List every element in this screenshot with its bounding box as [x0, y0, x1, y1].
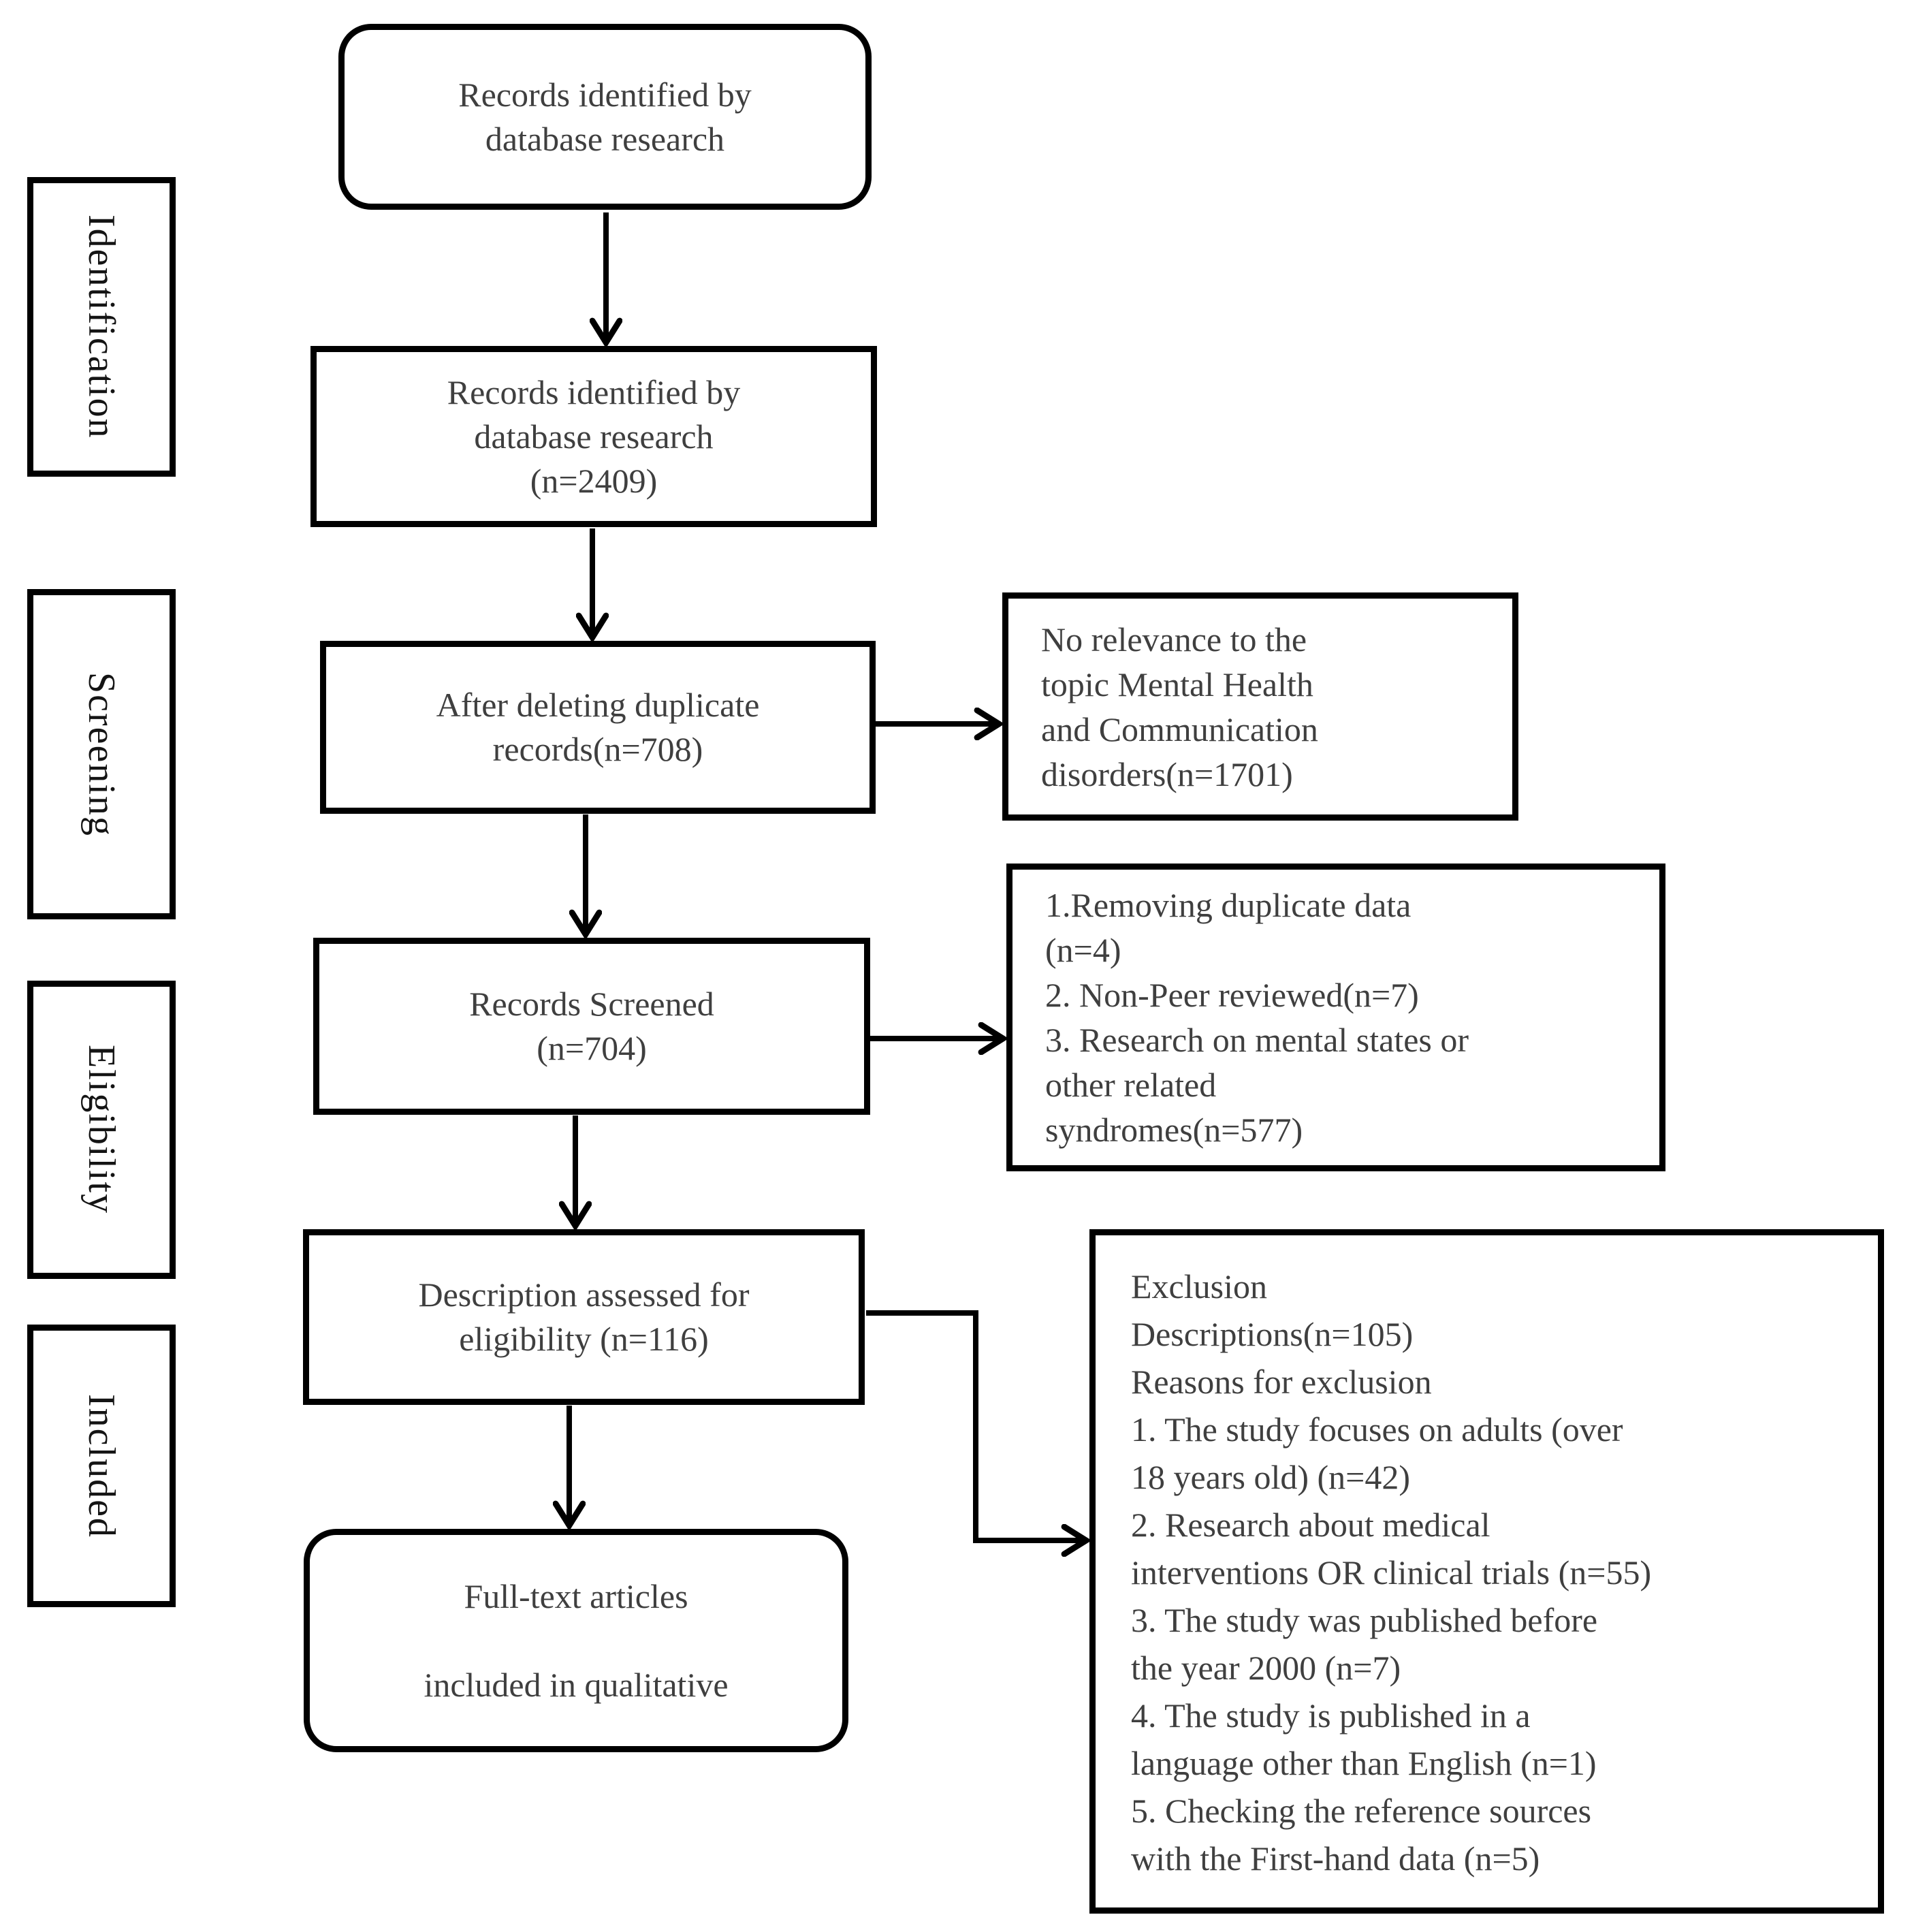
- side-box-no-relevance-text: No relevance to the topic Mental Health …: [1041, 620, 1318, 793]
- flow-box-fulltext-included-text: Full-text articles included in qualitati…: [424, 1577, 729, 1704]
- side-box-exclusion-reasons: Exclusion Descriptions(n=105) Reasons fo…: [1089, 1229, 1884, 1914]
- side-box-exclusion-reasons-text: Exclusion Descriptions(n=105) Reasons fo…: [1131, 1267, 1652, 1878]
- stage-label-screening: Screening: [80, 671, 123, 837]
- flow-box-records-screened: Records Screened (n=704): [313, 938, 870, 1115]
- stage-label-included: Included: [80, 1393, 123, 1538]
- flow-box-records-screened-text: Records Screened (n=704): [469, 985, 714, 1067]
- stage-box-eligibility: Eligibility: [27, 981, 176, 1279]
- stage-label-eligibility: Eligibility: [80, 1045, 123, 1215]
- flow-box-description-assessed: Description assessed for eligibility (n=…: [303, 1229, 865, 1405]
- stage-box-included: Included: [27, 1325, 176, 1607]
- side-box-screening-exclusions-text: 1.Removing duplicate data (n=4) 2. Non-P…: [1045, 886, 1469, 1149]
- flow-box-fulltext-included: Full-text articles included in qualitati…: [304, 1529, 848, 1752]
- stage-label-identification: Identification: [80, 215, 123, 439]
- flow-box-records-identified-count: Records identified by database research …: [310, 346, 877, 527]
- connector-box5-to-exclusion-reasons: [866, 1310, 1086, 1540]
- side-box-screening-exclusions: 1.Removing duplicate data (n=4) 2. Non-P…: [1006, 864, 1665, 1171]
- flow-box-description-assessed-text: Description assessed for eligibility (n=…: [418, 1276, 750, 1358]
- flow-box-after-deleting-duplicates: After deleting duplicate records(n=708): [320, 641, 876, 814]
- side-box-no-relevance: No relevance to the topic Mental Health …: [1002, 592, 1518, 821]
- flow-box-after-deleting-duplicates-text: After deleting duplicate records(n=708): [436, 686, 760, 768]
- flow-box-records-identified: Records identified by database research: [338, 24, 872, 210]
- flow-box-records-identified-count-text: Records identified by database research …: [447, 373, 741, 500]
- stage-box-identification: Identification: [27, 177, 176, 477]
- stage-box-screening: Screening: [27, 589, 176, 919]
- flow-box-records-identified-text: Records identified by database research: [458, 75, 752, 158]
